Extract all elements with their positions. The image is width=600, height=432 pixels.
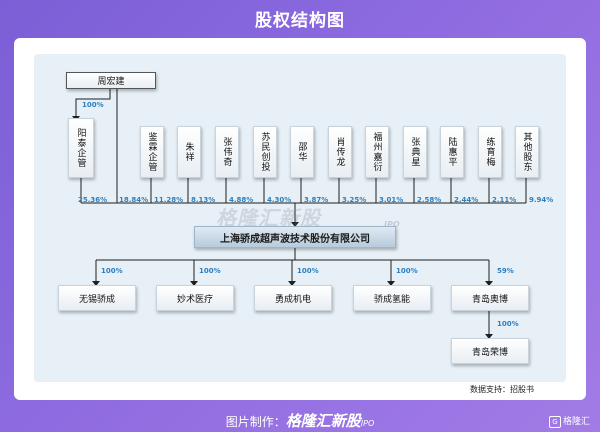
shareholder-jianlin: 鉴霖企管 — [140, 126, 164, 178]
pct-shaohua: 3.87% — [304, 196, 329, 204]
subsidiary-miaoshu-medical: 妙术医疗 — [156, 285, 234, 311]
top-shareholder-name: 周宏建 — [97, 77, 125, 87]
shareholder-others: 其他股东 — [515, 126, 539, 178]
brand-logo-icon: G — [548, 416, 561, 428]
subsidiary-qingdao-rongbo: 青岛荣博 — [451, 338, 529, 364]
pct-lianyumei: 2.11% — [492, 196, 517, 204]
pct-jiaocheng-hydrogen: 100% — [396, 267, 418, 275]
shareholder-xiaochuanlong: 肖传龙 — [328, 126, 352, 178]
subsidiary-jiaocheng-hydrogen: 骄成氢能 — [353, 285, 431, 311]
top-shareholder-stake: 100% — [82, 101, 104, 109]
pct-qingdao-rongbo: 100% — [497, 320, 519, 328]
subsidiary-qingdao-aobo: 青岛奥博 — [451, 285, 529, 311]
subsidiary-yongcheng: 勇成机电 — [254, 285, 332, 311]
shareholder-zhangweiqi: 张伟奇 — [215, 126, 239, 178]
pct-zhuxiang: 8.13% — [191, 196, 216, 204]
shareholder-lianyumei: 练育梅 — [478, 126, 502, 178]
pct-zhouhongjian: 18.84% — [119, 196, 149, 204]
pct-yongcheng: 100% — [297, 267, 319, 275]
watermark-ipo: IPO — [384, 220, 400, 229]
pct-jianlin: 11.28% — [154, 196, 184, 204]
shareholder-luhuiping: 陆惠平 — [440, 126, 464, 178]
pct-yangtai: 25.36% — [78, 196, 108, 204]
footer-brand: 格隆汇新股 — [285, 412, 361, 430]
shareholder-zhuxiang: 朱祥 — [177, 126, 201, 178]
footer-ipo: IPO — [360, 419, 375, 428]
company-name: 上海骄成超声波技术股份有限公司 — [220, 233, 370, 245]
pct-zhangdianxing: 2.58% — [417, 196, 442, 204]
subsidiary-wuxi-jiaocheng: 无锡骄成 — [58, 285, 136, 311]
top-shareholder-box: 周宏建 — [66, 72, 156, 89]
pct-others: 9.94% — [529, 196, 554, 204]
brand-logo-text: 格隆汇 — [562, 417, 590, 427]
pct-zhangweiqi: 4.88% — [229, 196, 254, 204]
pct-sumin: 4.30% — [267, 196, 292, 204]
pct-xiaochuanlong: 3.25% — [342, 196, 367, 204]
shareholder-shaohua: 邵华 — [290, 126, 314, 178]
pct-miaoshu-medical: 100% — [199, 267, 221, 275]
pct-wuxi-jiaocheng: 100% — [101, 267, 123, 275]
pct-qingdao-aobo: 59% — [497, 267, 514, 275]
diagram-area — [34, 54, 566, 382]
footer-credit: 图片制作：格隆汇新股IPO — [0, 410, 600, 431]
pct-luhuiping: 2.44% — [454, 196, 479, 204]
company-box: 上海骄成超声波技术股份有限公司 — [194, 226, 396, 248]
shareholder-yangtai: 阳泰企管 — [68, 118, 94, 178]
shareholder-fuzhou-jiayan: 福州嘉衍 — [365, 126, 389, 178]
shareholder-zhangdianxing: 张典星 — [403, 126, 427, 178]
footer-prefix: 图片制作： — [225, 415, 286, 429]
page-title: 股权结构图 — [255, 11, 345, 31]
data-source: 数据支持：招股书 — [470, 385, 534, 394]
pct-fuzhou-jiayan: 3.01% — [379, 196, 404, 204]
shareholder-sumin: 苏民创投 — [253, 126, 277, 178]
